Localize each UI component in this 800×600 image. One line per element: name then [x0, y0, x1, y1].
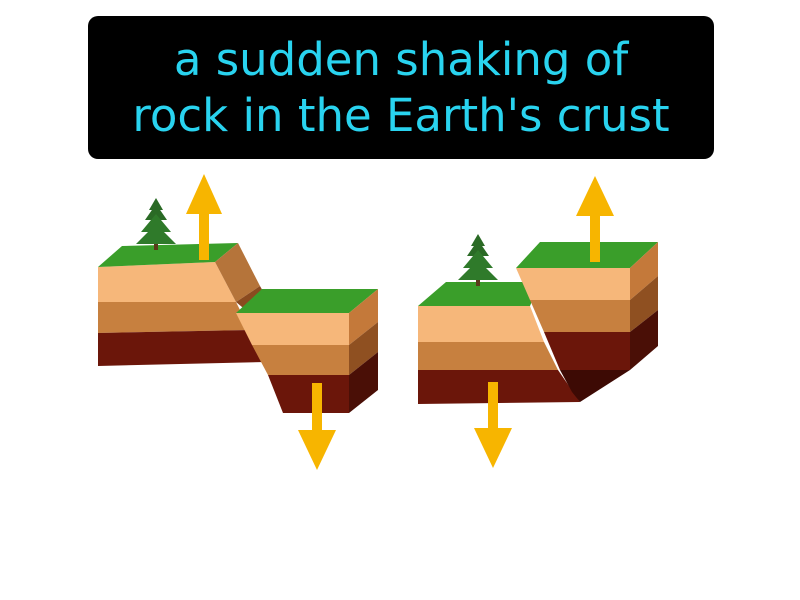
caption-line-1: a sudden shaking of: [173, 32, 629, 86]
arrow-up-icon: [186, 174, 222, 260]
definition-caption: a sudden shaking of rock in the Earth's …: [88, 16, 714, 159]
reverse-fault-illustration: [418, 176, 658, 468]
right-block-front: [516, 242, 658, 402]
arrow-down-icon: [298, 383, 336, 470]
left-block-front: [98, 243, 268, 366]
normal-fault-illustration: [98, 174, 378, 470]
arrow-down-icon: [474, 382, 512, 468]
arrow-up-icon: [576, 176, 614, 262]
tree-icon: [136, 198, 176, 250]
right-block-front: [236, 289, 378, 413]
tree-icon: [458, 234, 498, 286]
caption-line-2: rock in the Earth's crust: [132, 88, 670, 142]
left-block-front: [418, 282, 580, 404]
